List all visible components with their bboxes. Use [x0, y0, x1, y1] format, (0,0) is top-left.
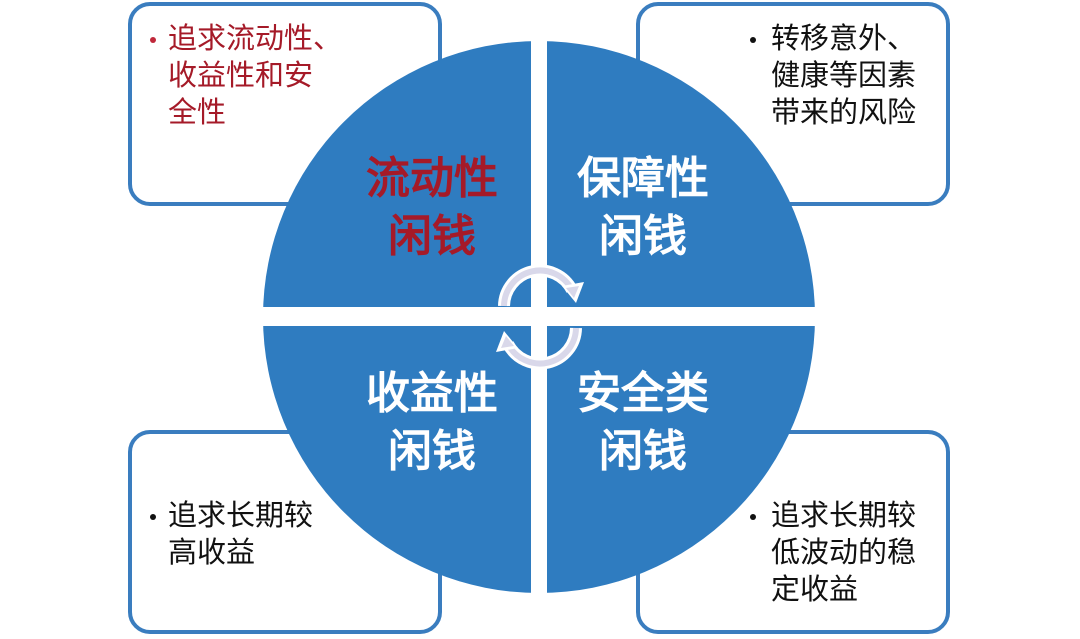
- box-text-safety: 追求长期较 低波动的稳 定收益: [771, 498, 917, 606]
- quadrant-label-liquidity: 流动性 闲钱: [366, 153, 498, 262]
- box-text-liquidity: 追求流动性、 收益性和安 全性: [168, 21, 343, 129]
- bullet-icon: [750, 37, 756, 43]
- circular-arrow-bottom-icon: [496, 327, 582, 370]
- quadrant-label-protection: 保障性 闲钱: [577, 153, 709, 262]
- quadrant-label-safety: 安全类 闲钱: [577, 368, 709, 477]
- box-text-return: 追求长期较 高收益: [168, 498, 314, 569]
- bullet-icon: [750, 514, 756, 520]
- box-text-protection: 转移意外、 健康等因素 带来的风险: [771, 21, 917, 129]
- circular-arrow-top-icon: [498, 264, 584, 307]
- quadrant-label-return: 收益性 闲钱: [366, 368, 498, 477]
- bullet-icon: [150, 37, 156, 43]
- bullet-icon: [150, 514, 156, 520]
